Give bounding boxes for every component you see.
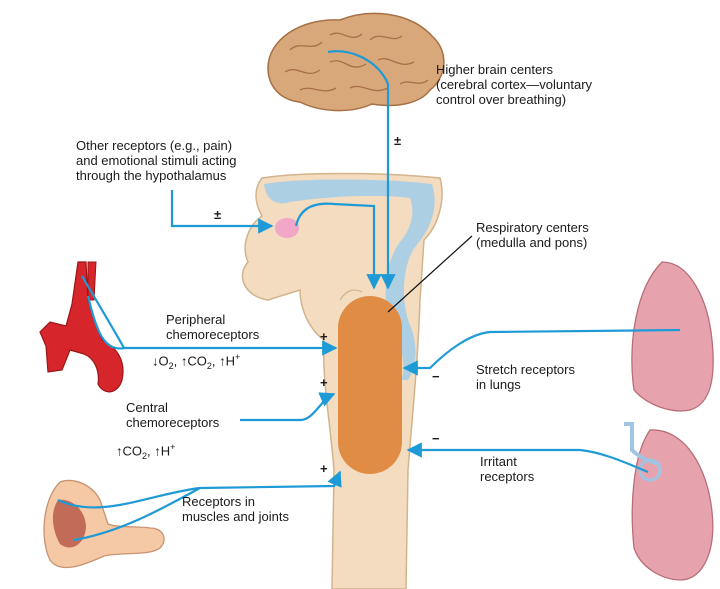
sign-central: + (320, 375, 328, 390)
peripheral-chemoreceptors-label: Peripheral chemoreceptors (166, 312, 260, 342)
sign-higher-brain: ± (394, 133, 402, 148)
respiratory-center-leader (387, 235, 473, 313)
muscle-receptors-label: Receptors in muscles and joints (182, 494, 289, 524)
hypothalamus-spot (275, 218, 299, 238)
sign-stretch: − (432, 369, 440, 384)
sign-peripheral: + (320, 329, 328, 344)
brain-illustration (267, 12, 445, 112)
sign-hypothalamus: ± (214, 207, 222, 222)
arm-illustration (43, 479, 165, 569)
higher-brain-centers-label: Higher brain centers (cerebral cortex—vo… (436, 62, 593, 107)
sign-muscles: + (320, 461, 328, 476)
lungs-illustration (624, 261, 714, 581)
respiratory-center-shape (338, 296, 402, 474)
stretch-receptors-label: Stretch receptors in lungs (476, 362, 575, 392)
peripheral-chemistry-label: ↓O2, ↑CO2, ↑H+ (152, 352, 241, 371)
artery-illustration (39, 261, 124, 393)
respiratory-centers-label: Respiratory centers (medulla and pons) (476, 220, 589, 250)
central-chemistry-label: ↑CO2, ↑H+ (116, 442, 176, 461)
central-chemoreceptors-label: Central chemoreceptors (126, 400, 220, 430)
sign-irritant: − (432, 431, 440, 446)
other-receptors-label: Other receptors (e.g., pain) and emotion… (76, 138, 237, 183)
neural-arrows (57, 50, 681, 542)
irritant-receptors-label: Irritant receptors (480, 454, 535, 484)
